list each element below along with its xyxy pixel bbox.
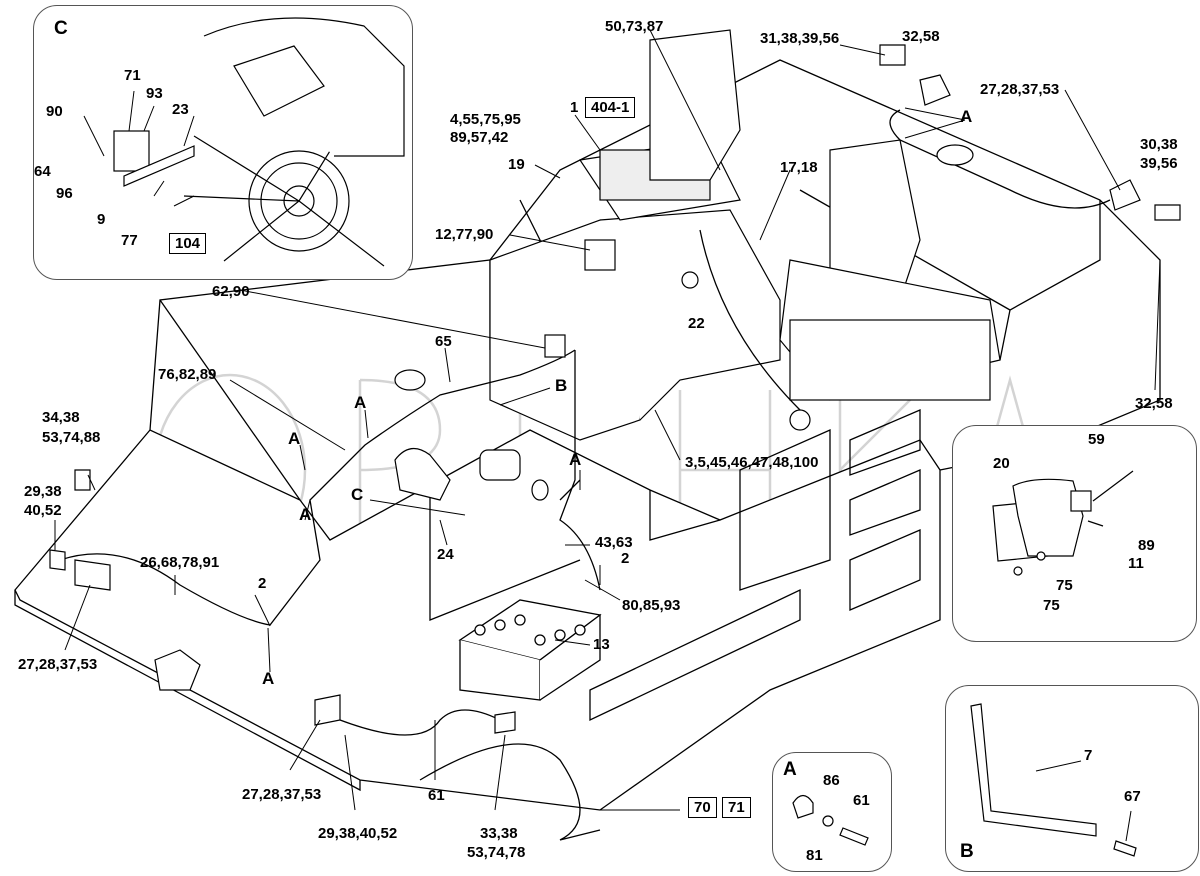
- leader-lines: [54, 29, 1161, 811]
- callout-22: 22: [688, 315, 705, 332]
- callout-50-73-87: 50,73,87: [605, 18, 664, 35]
- callout-12-77-90: 12,77,90: [435, 226, 494, 243]
- callout-43-63: 43,63: [595, 534, 633, 551]
- callout-c-90: 90: [46, 103, 63, 120]
- callout-a-lower: A: [299, 505, 312, 524]
- ref-box-104: 104: [169, 233, 207, 254]
- motor-illustration: [992, 470, 1134, 576]
- callout-c-96: 96: [56, 185, 73, 202]
- ref-box-71: 71: [722, 797, 751, 818]
- callout-motor-11: 11: [1128, 555, 1144, 572]
- callout-89-57-42: 89,57,42: [450, 129, 509, 146]
- callout-61-bottom: 61: [428, 787, 445, 804]
- callout-motor-20: 20: [993, 455, 1010, 472]
- callout-a-61: 61: [853, 792, 870, 809]
- callout-1: 1: [570, 99, 579, 116]
- callout-2-right: 2: [621, 550, 630, 567]
- callout-33-38: 33,38: [480, 825, 518, 842]
- control-console: [489, 139, 781, 441]
- callout-c-marker: C: [351, 485, 364, 504]
- operator-seats: [649, 29, 1001, 401]
- callout-30-38: 30,38: [1140, 136, 1178, 153]
- callout-a-mid: A: [354, 393, 367, 412]
- engine-fan-illustration: [83, 17, 405, 267]
- callout-c-64: 64: [34, 163, 51, 180]
- inset-b-title: B: [960, 841, 974, 862]
- callout-c-77: 77: [121, 232, 138, 249]
- callout-a-81: 81: [806, 847, 823, 864]
- battery: [458, 599, 602, 701]
- callout-13: 13: [593, 636, 610, 653]
- callout-a-86: 86: [823, 772, 840, 789]
- callout-a-center: A: [569, 450, 582, 469]
- detail-inset-motor: 20 59 89 11 75 75: [952, 425, 1197, 642]
- callout-26-68-78-91: 26,68,78,91: [140, 554, 220, 571]
- callout-76-82-89: 76,82,89: [158, 366, 217, 383]
- callout-24: 24: [437, 546, 454, 563]
- inset-a-title: A: [783, 759, 797, 780]
- electrical-components: [49, 44, 1181, 734]
- callout-27-28-37-53-bottom: 27,28,37,53: [242, 786, 322, 803]
- callout-c-23: 23: [172, 101, 189, 118]
- callout-80-85-93: 80,85,93: [622, 597, 681, 614]
- callout-17-18: 17,18: [780, 159, 818, 176]
- callout-motor-59: 59: [1088, 431, 1105, 448]
- ref-box-70: 70: [688, 797, 717, 818]
- callout-b-marker: B: [555, 376, 568, 395]
- callout-a-left: A: [288, 429, 301, 448]
- callout-motor-89: 89: [1138, 537, 1155, 554]
- callout-32-58-top: 32,58: [902, 28, 940, 45]
- callout-19: 19: [508, 156, 525, 173]
- callout-c-9: 9: [97, 211, 106, 228]
- callout-motor-75a: 75: [1056, 577, 1073, 594]
- callout-32-58-right: 32,58: [1135, 395, 1173, 412]
- callout-31-38-39-56: 31,38,39,56: [760, 30, 840, 47]
- ref-box-404-1: 404-1: [585, 97, 636, 118]
- callout-2-left: 2: [258, 575, 267, 592]
- callout-3-5-45-100: 3,5,45,46,47,48,100: [685, 454, 819, 471]
- callout-c-71: 71: [124, 67, 141, 84]
- callout-39-56: 39,56: [1140, 155, 1178, 172]
- callout-4-55-75-95: 4,55,75,95: [450, 111, 521, 128]
- detail-inset-b: B 7 67: [945, 685, 1199, 872]
- callout-29-38-40-52: 29,38,40,52: [318, 825, 398, 842]
- clamp-illustration: [792, 794, 869, 846]
- callout-b-7: 7: [1084, 747, 1093, 764]
- bracket-illustration: [970, 703, 1137, 857]
- callout-53-74-78: 53,74,78: [467, 844, 526, 861]
- callout-34-38: 34,38: [42, 409, 80, 426]
- callout-62-90: 62,90: [212, 283, 250, 300]
- detail-inset-c: C 71 93 90 23 64 96 9 77 104: [33, 5, 413, 280]
- callout-motor-75b: 75: [1043, 597, 1060, 614]
- callout-29-38: 29,38: [24, 483, 62, 500]
- callout-53-74-88: 53,74,88: [42, 429, 101, 446]
- callout-27-28-37-53-top: 27,28,37,53: [980, 81, 1060, 98]
- callout-a-top: A: [960, 107, 973, 126]
- callout-a-bottom: A: [262, 669, 275, 688]
- inset-c-title: C: [54, 18, 68, 39]
- callout-27-28-37-53-left: 27,28,37,53: [18, 656, 98, 673]
- callout-c-93: 93: [146, 85, 163, 102]
- callout-b-67: 67: [1124, 788, 1141, 805]
- callout-65: 65: [435, 333, 452, 350]
- callout-40-52: 40,52: [24, 502, 62, 519]
- detail-inset-a: A 86 61 81: [772, 752, 892, 872]
